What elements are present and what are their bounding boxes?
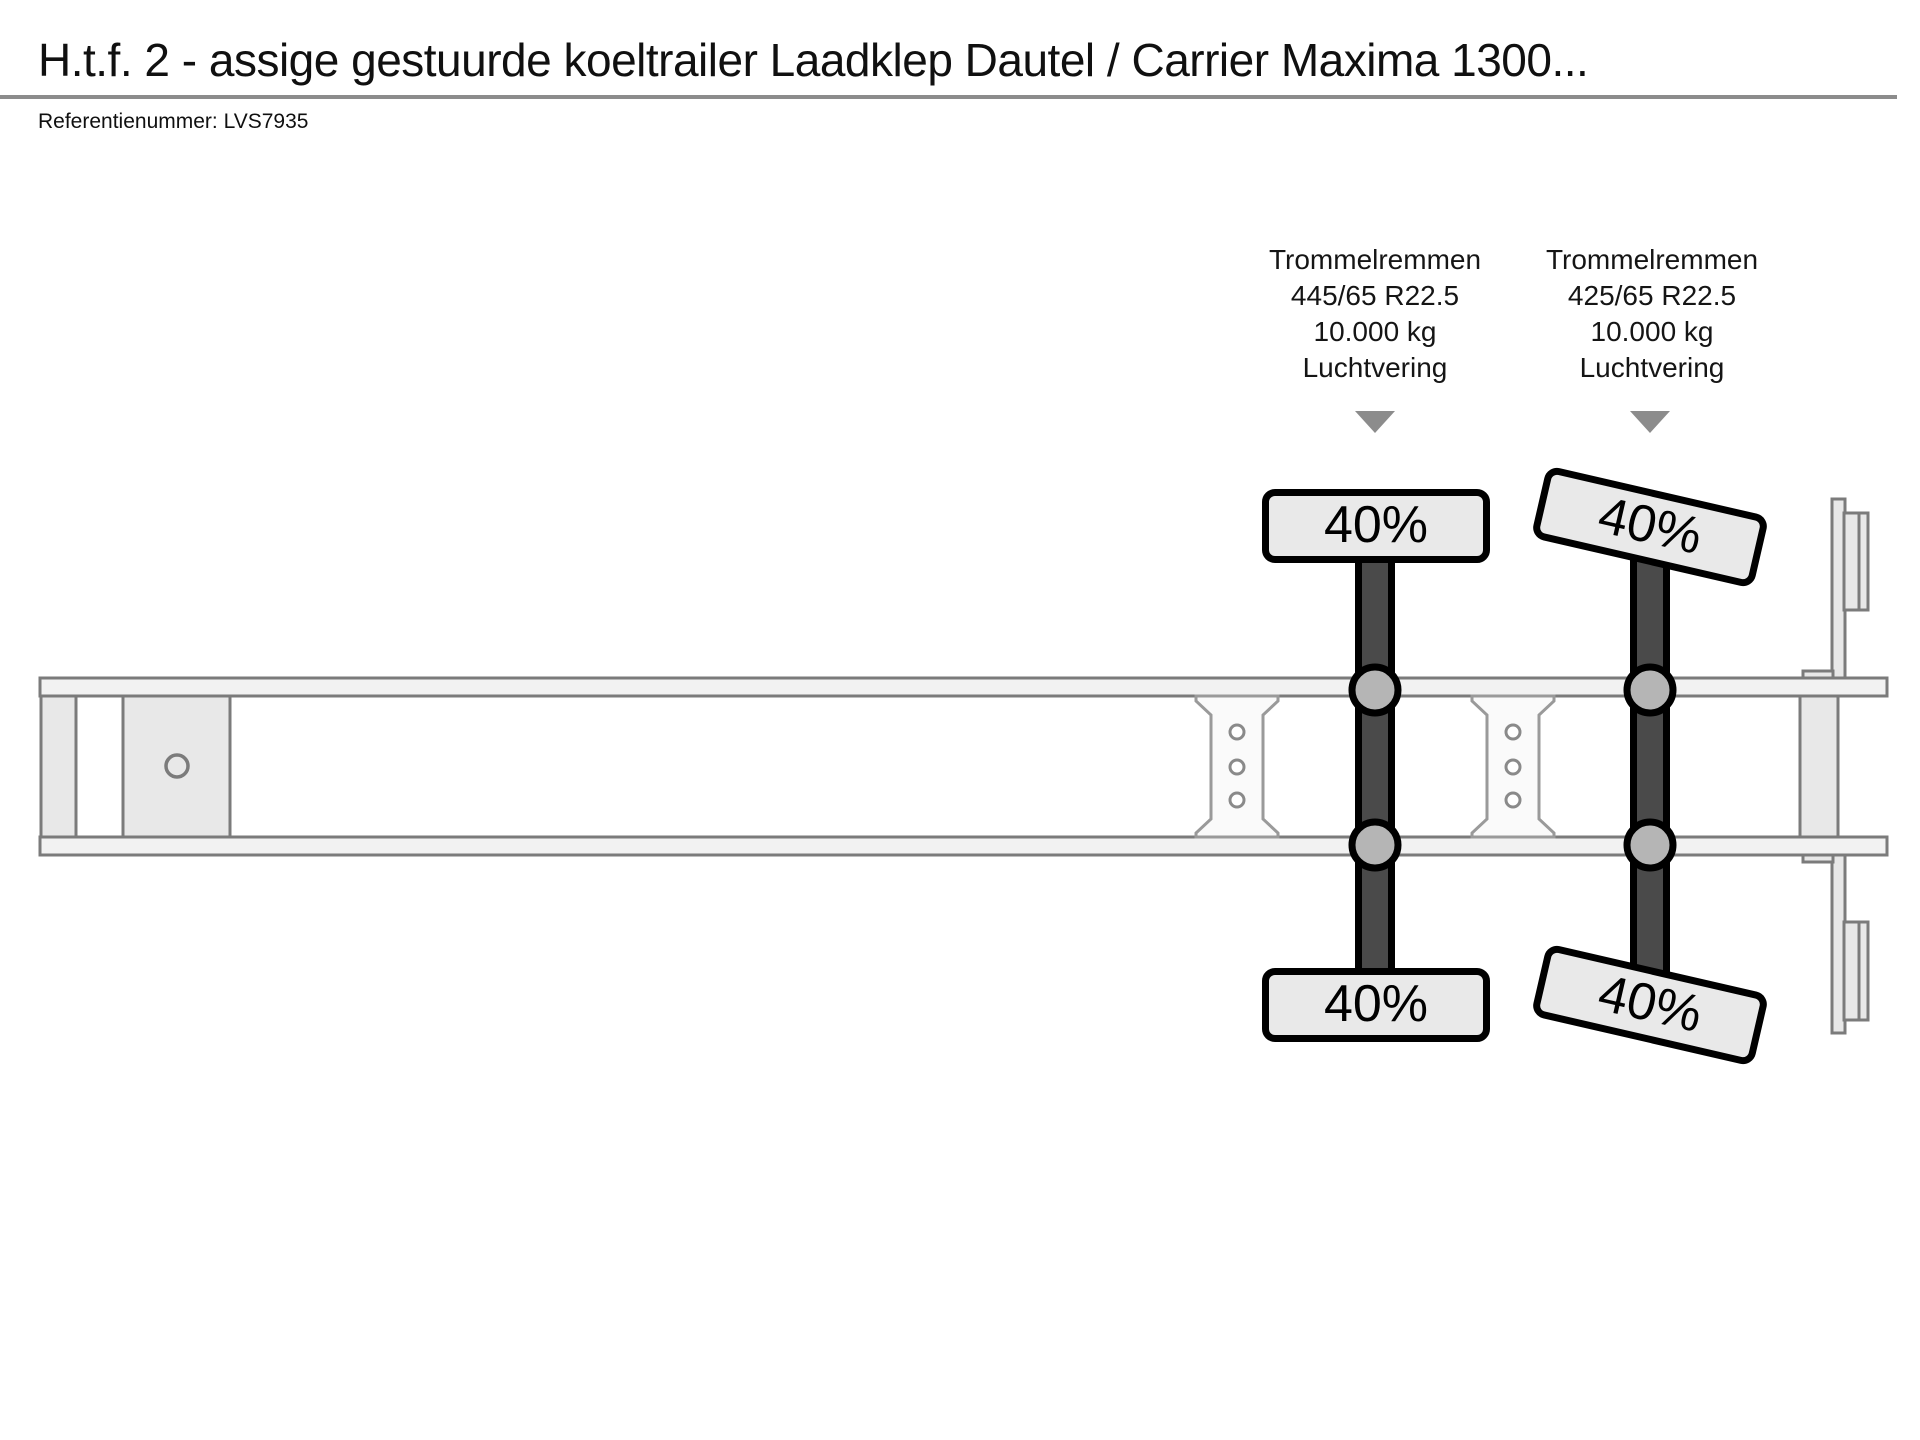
axle-2-hub-bottom bbox=[1623, 818, 1677, 872]
frame-rails bbox=[38, 676, 1889, 857]
rear-plate-bottom bbox=[1842, 920, 1870, 1022]
axle-spec-line: 10.000 kg bbox=[1313, 316, 1437, 347]
axle-1-wheel-bottom-load-badge: 40% bbox=[1262, 968, 1490, 1042]
axle-hubs bbox=[1348, 663, 1677, 872]
bracket-hole bbox=[1228, 758, 1246, 776]
bracket-hole bbox=[1504, 758, 1522, 776]
kingpin bbox=[164, 753, 190, 779]
axle-spec-line: 425/65 R22.5 bbox=[1567, 280, 1737, 311]
crossmember-bracket-1 bbox=[1194, 694, 1280, 839]
bracket-hole bbox=[1504, 791, 1522, 809]
bracket-hole bbox=[1504, 723, 1522, 741]
axle-1-pointer-triangle-icon bbox=[1355, 411, 1395, 433]
crossmember-bracket-2 bbox=[1470, 694, 1556, 839]
title-divider bbox=[0, 95, 1897, 99]
axle-spec-line: 10.000 kg bbox=[1590, 316, 1714, 347]
bracket-hole bbox=[1228, 723, 1246, 741]
axle-spec-line: Trommelremmen bbox=[1545, 244, 1759, 275]
axle-2-hub-top bbox=[1623, 663, 1677, 717]
axle-1-hub-bottom bbox=[1348, 818, 1402, 872]
axle-2-shaft bbox=[1630, 519, 1670, 999]
axle-spec-line: Luchtvering bbox=[1302, 352, 1448, 383]
axle-1-hub-top bbox=[1348, 663, 1402, 717]
rear-plate-top bbox=[1842, 511, 1870, 612]
axle-spec-line: Trommelremmen bbox=[1268, 244, 1482, 275]
bracket-hole bbox=[1228, 791, 1246, 809]
axle-2-pointer-triangle-icon bbox=[1630, 411, 1670, 433]
rear-plates bbox=[1842, 511, 1870, 1022]
top-rail bbox=[38, 676, 1889, 698]
axle-1-spec-label: Trommelremmen 445/65 R22.5 10.000 kg Luc… bbox=[1225, 242, 1525, 386]
bottom-rail bbox=[38, 835, 1889, 857]
front-members bbox=[39, 694, 232, 839]
axle-2-spec-label: Trommelremmen 425/65 R22.5 10.000 kg Luc… bbox=[1502, 242, 1802, 386]
axle-spec-line: 445/65 R22.5 bbox=[1290, 280, 1460, 311]
axle-1-wheel-top-load-badge: 40% bbox=[1262, 489, 1490, 563]
front-end-cap bbox=[39, 694, 78, 839]
page-title: H.t.f. 2 - assige gestuurde koeltrailer … bbox=[38, 34, 1589, 86]
reference-number: Referentienummer: LVS7935 bbox=[38, 110, 309, 133]
axle-1-shaft bbox=[1355, 519, 1395, 999]
axle-spec-line: Luchtvering bbox=[1579, 352, 1725, 383]
rear-crossmember bbox=[1798, 694, 1840, 839]
